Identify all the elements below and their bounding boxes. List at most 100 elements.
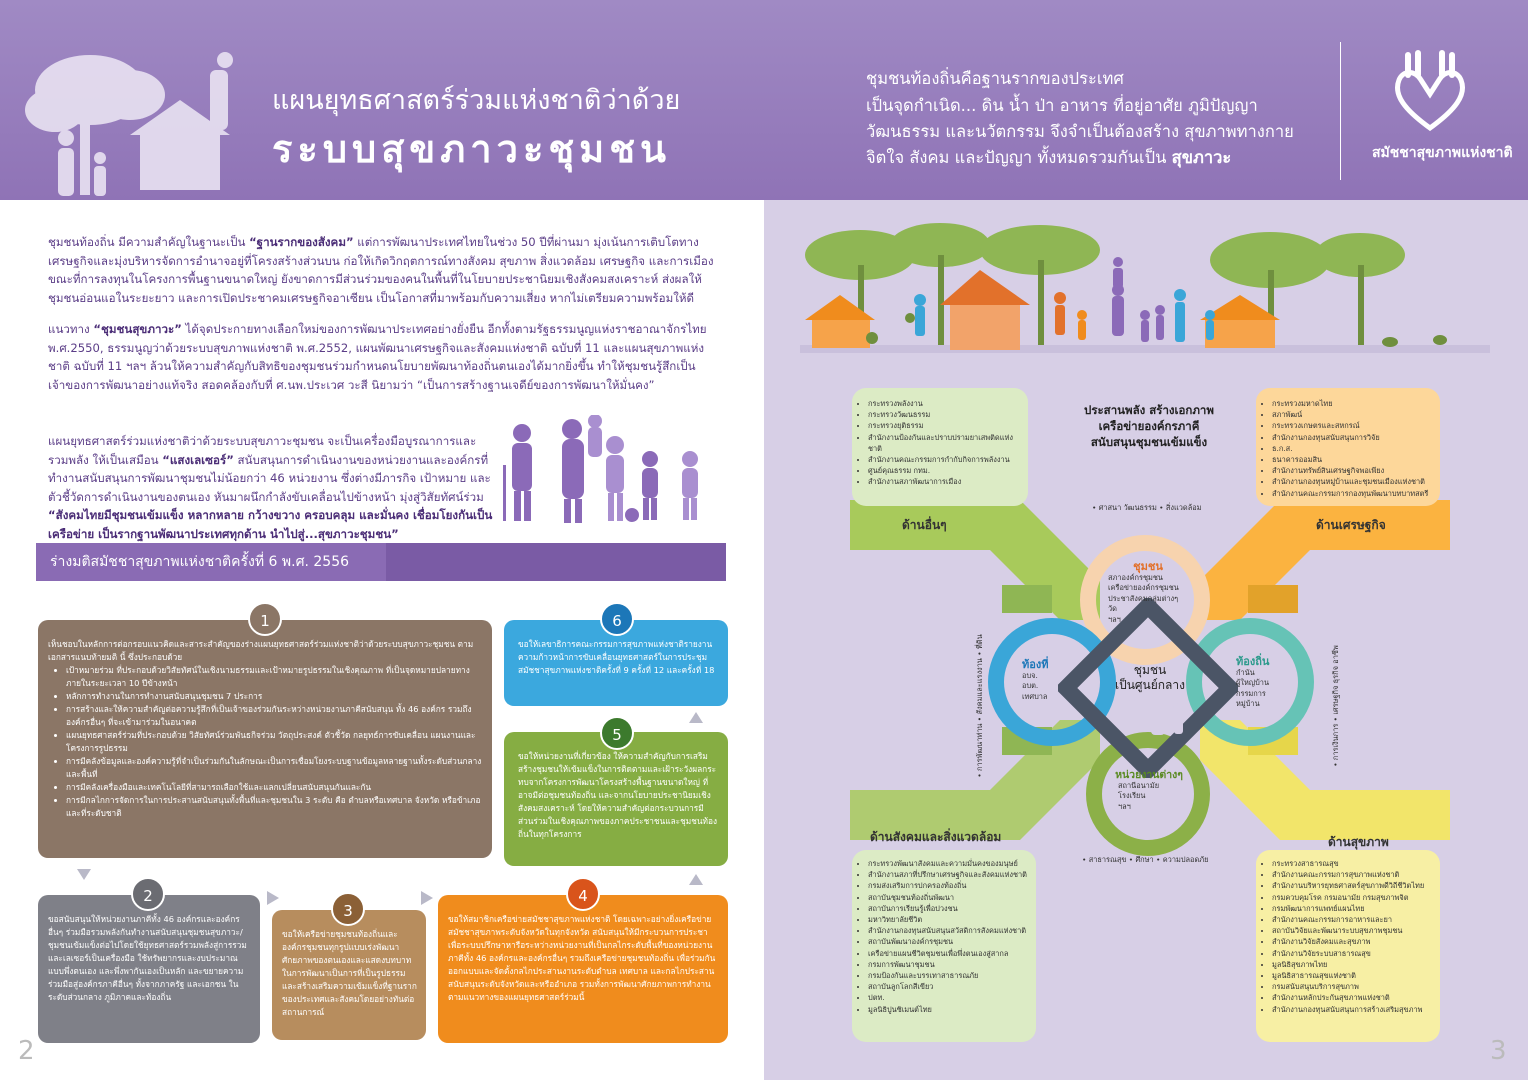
intro-line-4-text: จิตใจ สังคม และปัญญา ทั้งหมดรวมกันเป็น — [866, 148, 1167, 167]
ring-local-leaders-text: ท้องถิ่น กำนัน ผู้ใหญ่บ้าน กรรมการ หมู่บ… — [1236, 656, 1292, 710]
partners-society-list: กระทรวงพัฒนาสังคมและความมั่นคงของมนุษย์ … — [856, 858, 1030, 1015]
family-generations-illustration — [503, 415, 698, 523]
resolution-2-text: ขอสนับสนุนให้หน่วยงานภาคีทั้ง 46 องค์กรแ… — [48, 914, 247, 1002]
para2-text-c: ได้จุดประกายทางเลือกใหม่ของการพัฒนาประเท… — [48, 322, 707, 392]
resolution-1-item: เป้าหมายร่วม ที่ประกอบด้วยวิสัยทัศน์ในเช… — [66, 664, 482, 690]
resolution-4-text: ขอให้สมาชิกเครือข่ายสมัชชาสุขภาพแห่งชาติ… — [448, 914, 716, 1002]
ring-community-item: ฯลฯ — [1108, 614, 1121, 624]
partner-item: กระทรวงยุติธรรม — [868, 420, 1020, 431]
resolution-2-number: 2 — [131, 877, 165, 911]
connector-arms — [850, 500, 1450, 840]
partner-item: ธ.ก.ส. — [1272, 443, 1434, 454]
intro-line-1: ชุมชนท้องถิ่นคือฐานรากของประเทศ — [866, 69, 1124, 88]
ring-local-area-item: อบต. — [1022, 681, 1039, 690]
assembly-title: ร่างมติสมัชชาสุขภาพแห่งชาติครั้งที่ 6 พ.… — [36, 543, 386, 581]
partner-item: สำนักงานกองทุนสนับสนุนการวิจัย — [1272, 432, 1434, 443]
partners-economy-box: กระทรวงมหาดไทย สภาพัฒน์ กระทรวงเกษตรและส… — [1256, 388, 1440, 506]
partner-item: สำนักงานคณะกรรมการกองทุนพัฒนาบทบาทสตรี — [1272, 488, 1434, 499]
resolution-box-5: ขอให้หน่วยงานที่เกี่ยวข้อง ให้ความสำคัญก… — [504, 732, 728, 866]
partners-health-box: กระทรวงสาธารณสุข สำนักงานคณะกรรมการสุขภา… — [1256, 850, 1440, 1042]
partner-item: สำนักงานกองทุนสนับสนุนสวัสดิการสังคมแห่ง… — [868, 925, 1030, 936]
header-title-line2: ระบบสุขภาวะชุมชน — [272, 127, 671, 171]
axis-bottom-label: • สาธารณสุข • ศึกษา • ความปลอดภัย — [1082, 855, 1209, 864]
ring-local-area-item: อบจ. — [1022, 670, 1038, 680]
network-title-line: ประสานพลัง สร้างเอกภาพ — [1084, 403, 1214, 417]
resolution-6-text: ขอให้เลขาธิการคณะกรรมการสุขภาพแห่งชาติรา… — [518, 639, 715, 675]
partners-other-box: กระทรวงพลังงาน กระทรวงวัฒนธรรม กระทรวงยุ… — [852, 388, 1028, 506]
label-other: ด้านอื่นๆ — [902, 518, 947, 532]
resolution-1-item: การมีคลังข้อมูลและองค์ความรู้ที่จำเป็นร่… — [66, 755, 482, 781]
ring-local-area-title: ท้องที่ — [1022, 658, 1049, 671]
center-label-line: เป็นศูนย์กลาง — [1115, 678, 1185, 692]
partner-item: สถาบันการเรียนรู้เพื่อปวงชน — [868, 903, 1030, 914]
partner-item: สำนักงานคณะกรรมการอาหารและยา — [1272, 914, 1434, 925]
resolution-1-list: เป้าหมายร่วม ที่ประกอบด้วยวิสัยทัศน์ในเช… — [48, 664, 482, 820]
arrow-right-icon — [267, 891, 279, 905]
partner-item: กระทรวงเกษตรและสหกรณ์ — [1272, 420, 1434, 431]
intro-emphasis: สุขภาวะ — [1171, 148, 1232, 167]
partner-item: มหาวิทยาลัยชีวิต — [868, 914, 1030, 925]
ring-community-item: วัด — [1108, 604, 1117, 613]
partner-item: สำนักงานสภาที่ปรึกษาเศรษฐกิจและสังคมแห่ง… — [868, 869, 1030, 880]
para1-text-a: ชุมชนท้องถิ่น มีความสำคัญในฐานะเป็น — [48, 235, 250, 249]
partner-item: สำนักงานคณะกรรมการสุขภาพแห่งชาติ — [1272, 869, 1434, 880]
ring-agencies-item: โรงเรียน — [1118, 791, 1146, 800]
partner-item: สถาบันวิจัยและพัฒนาระบบสุขภาพชุมชน — [1272, 925, 1434, 936]
intro-paragraph-3: แผนยุทธศาสตร์ร่วมแห่งชาติว่าด้วยระบบสุขภ… — [48, 432, 494, 544]
partner-item: สำนักงานกองทุนหมู่บ้านและชุมชนเมืองแห่งช… — [1272, 476, 1434, 487]
partners-health-list: กระทรวงสาธารณสุข สำนักงานคณะกรรมการสุขภา… — [1260, 858, 1434, 1015]
ring-local-leaders-item: หมู่บ้าน — [1236, 699, 1260, 708]
resolution-box-3: ขอให้เครือข่ายชุมชนท้องถิ่นและองค์กรชุมช… — [272, 910, 426, 1040]
ring-local-leaders-item: ผู้ใหญ่บ้าน — [1236, 678, 1270, 687]
center-label-line: ชุมชน — [1133, 663, 1167, 677]
partner-item: กรมพัฒนาการแพทย์แผนไทย — [1272, 903, 1434, 914]
partner-item: ปตท. — [868, 992, 1030, 1003]
partner-item: กระทรวงวัฒนธรรม — [868, 409, 1020, 420]
partners-economy-list: กระทรวงมหาดไทย สภาพัฒน์ กระทรวงเกษตรและส… — [1260, 398, 1434, 499]
partner-item: มูลนิธิปูนซิเมนต์ไทย — [868, 1004, 1030, 1015]
header-banner: แผนยุทธศาสตร์ร่วมแห่งชาติว่าด้วย ระบบสุข… — [0, 0, 1528, 200]
partner-item: สำนักงานวิจัยระบบสาธารณสุข — [1272, 948, 1434, 959]
para3-bold: “แสงเลเซอร์” — [162, 452, 234, 467]
partner-item: เครือข่ายแผนชีวิตชุมชนเพื่อพึ่งตนเองสู่ส… — [868, 948, 1030, 959]
para2-bold: “ชุมชนสุขภาวะ” — [93, 322, 182, 336]
label-society: ด้านสังคมและสิ่งแวดล้อม — [870, 830, 1002, 844]
ring-local-area-item: เทศบาล — [1022, 691, 1048, 701]
label-economy: ด้านเศรษฐกิจ — [1316, 518, 1386, 532]
ring-agencies-item: สถานีอนามัย — [1118, 780, 1160, 790]
ring-local-area-text: ท้องที่ อบจ. อบต. เทศบาล — [1022, 658, 1078, 702]
center-diamond — [1058, 598, 1238, 778]
intro-line-4: จิตใจ สังคม และปัญญา ทั้งหมดรวมกันเป็น ส… — [866, 145, 1231, 171]
axis-top-label: • ศาสนา วัฒนธรรม • สิ่งแวดล้อม — [1092, 503, 1202, 512]
partner-item: กรมป้องกันและบรรเทาสาธารณภัย — [868, 970, 1030, 981]
ring-community-item: เครือข่ายองค์กรชุมชน — [1108, 583, 1179, 592]
network-title-line: สนับสนุนชุมชนเข้มแข็ง — [1090, 435, 1208, 449]
resolution-3-number: 3 — [331, 892, 365, 926]
intro-line-3: วัฒนธรรม และนวัตกรรม จึงจำเป็นต้องสร้าง … — [866, 122, 1294, 141]
network-title: ประสานพลัง สร้างเอกภาพ เครือข่ายองค์กรภา… — [1064, 402, 1234, 450]
arrow-up-icon — [689, 874, 703, 885]
village-landscape-illustration — [800, 223, 1490, 353]
para3-text-a: แผนยุทธศาสตร์ร่วมแห่งชาติว่าด้วยระบบสุขภ… — [48, 434, 477, 467]
ring-community-item: ประชาสังคมกลุ่มต่างๆ — [1108, 593, 1179, 603]
resolution-5-text: ขอให้หน่วยงานที่เกี่ยวข้อง ให้ความสำคัญก… — [518, 751, 718, 839]
intro-paragraph-1: ชุมชนท้องถิ่น มีความสำคัญในฐานะเป็น “ฐาน… — [48, 233, 724, 307]
partner-item: สภาพัฒน์ — [1272, 409, 1434, 420]
resolution-1-intro: เห็นชอบในหลักการต่อกรอบแนวคิดและสาระสำคั… — [48, 639, 474, 662]
partner-item: กระทรวงสาธารณสุข — [1272, 858, 1434, 869]
ring-agencies-title: หน่วยงานต่างๆ — [1115, 769, 1183, 781]
para2-text-a: แนวทาง — [48, 322, 94, 336]
arrow-right-icon — [421, 891, 433, 905]
family-house-silhouette-illustration — [25, 52, 233, 196]
label-health: ด้านสุขภาพ — [1328, 835, 1389, 849]
network-title-line: เครือข่ายองค์กรภาคี — [1098, 419, 1200, 433]
resolution-1-number: 1 — [248, 602, 282, 636]
partner-item: ศูนย์คุณธรรม กทม. — [868, 465, 1020, 476]
partner-item: กระทรวงพลังงาน — [868, 398, 1020, 409]
resolution-box-4: ขอให้สมาชิกเครือข่ายสมัชชาสุขภาพแห่งชาติ… — [438, 895, 728, 1043]
partner-item: ธนาคารออมสิน — [1272, 454, 1434, 465]
ring-community-title: ชุมชน — [1133, 560, 1163, 573]
arrow-up-icon — [689, 712, 703, 723]
resolution-4-number: 4 — [566, 877, 600, 911]
partner-item: สำนักงานกองทุนสนับสนุนการสร้างเสริมสุขภา… — [1272, 1004, 1434, 1015]
